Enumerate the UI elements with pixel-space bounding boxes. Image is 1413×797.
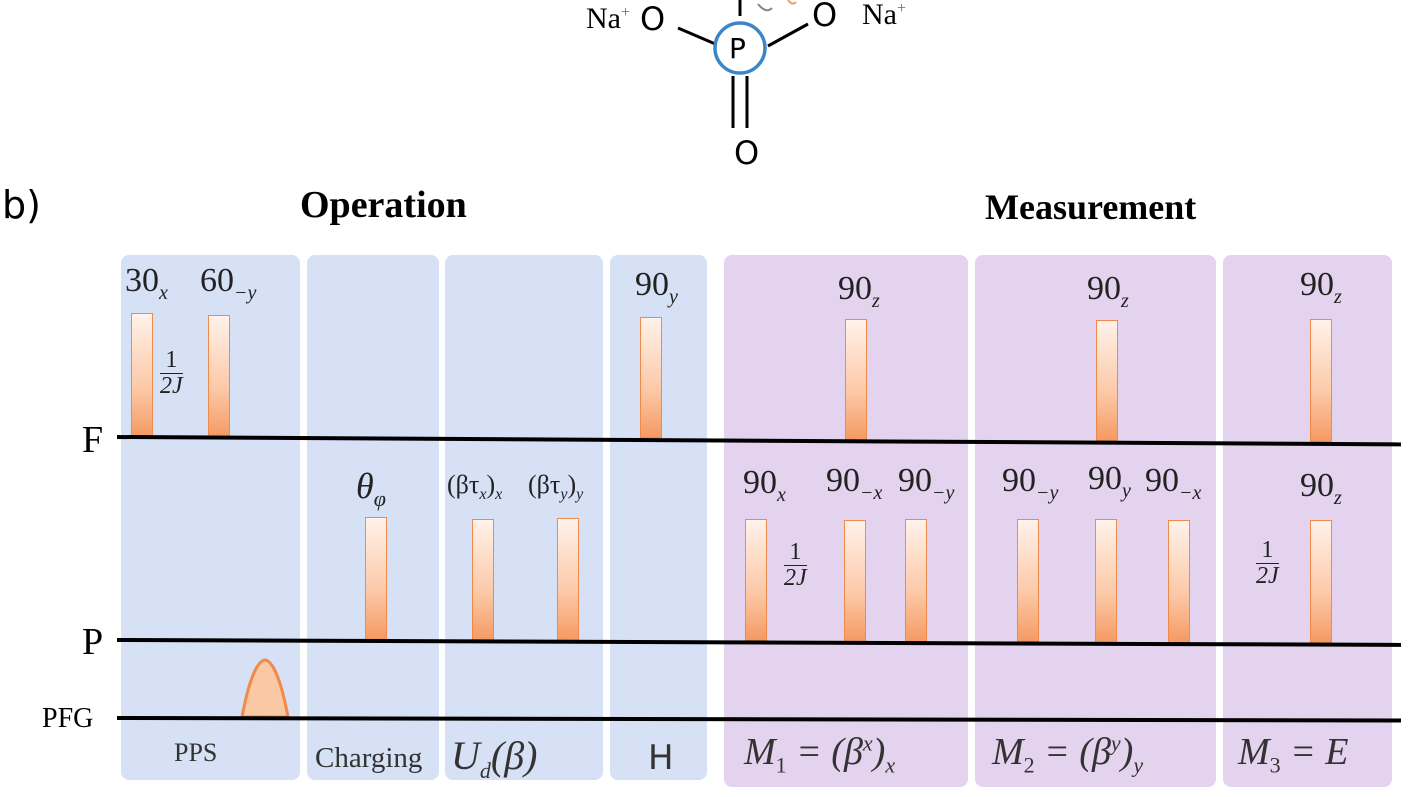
- block-label-h: H: [648, 738, 674, 778]
- p-pulse-bty: [557, 518, 579, 641]
- block-label-m3: M3 = E: [1238, 731, 1349, 778]
- p-label-90-x-m2: 90−x: [1145, 462, 1202, 504]
- channel-label-f: F: [82, 419, 104, 461]
- panel-label: b): [2, 183, 41, 227]
- f-pulse-90y: [640, 317, 662, 438]
- p-label-90z-m3: 90z: [1300, 467, 1342, 509]
- p-pulse-btx: [472, 519, 494, 641]
- measurement-heading: Measurement: [985, 187, 1197, 227]
- f-label-90z-m3: 90z: [1300, 266, 1342, 308]
- pfg-gradient-pulse: [240, 658, 290, 719]
- block-label-pps: PPS: [174, 738, 218, 767]
- p-label-90-y-m2: 90−y: [1002, 462, 1059, 504]
- f-pulse-90z-m1: [845, 319, 867, 440]
- phosphorus-atom: P: [729, 32, 746, 65]
- f-label-90z-m1: 90z: [838, 270, 880, 312]
- f-label-90y: 90y: [635, 266, 678, 308]
- phosphorus-highlight-circle: [713, 21, 767, 75]
- f-pulse-60-y: [208, 315, 230, 438]
- p-label-btx: (βτx)x: [447, 470, 503, 504]
- p-label-90-y-m1: 90−y: [898, 462, 955, 504]
- f-pulse-90z-m2: [1096, 320, 1118, 441]
- p-pulse-90y-m2: [1095, 519, 1117, 643]
- f-label-60-y: 60−y: [200, 262, 257, 304]
- p-pulse-90-y-m1: [905, 519, 927, 642]
- channel-label-p: P: [82, 621, 104, 663]
- oxygen-right: O: [812, 0, 838, 34]
- p-label-90x: 90x: [743, 464, 786, 506]
- channel-label-pfg: PFG: [42, 703, 94, 734]
- p-pulse-90z-m3: [1310, 520, 1332, 643]
- block-label-m2: M2 = (βy)y: [992, 730, 1144, 778]
- p-pulse-90-x-m2: [1168, 520, 1190, 643]
- block-label-charging: Charging: [315, 742, 423, 774]
- oxygen-bottom: O: [734, 134, 760, 172]
- p-pulse-theta: [365, 517, 387, 640]
- block-label-m1: M1 = (βx)x: [744, 730, 896, 778]
- p-pulse-90x: [745, 519, 767, 641]
- charge-plus: +: [896, 0, 907, 17]
- block-label-ud: Ud(β): [451, 733, 538, 783]
- sodium-right: Na+: [862, 0, 907, 31]
- p-label-90-x-m1: 90−x: [826, 462, 883, 504]
- p-label-90y-m2: 90y: [1088, 460, 1131, 502]
- p-label-theta: θφ: [356, 466, 386, 512]
- molecule-structure: [677, 0, 809, 128]
- operation-heading: Operation: [300, 184, 467, 226]
- oxygen-left: O: [640, 0, 666, 38]
- p-pulse-90-y-m2: [1017, 519, 1039, 642]
- charge-plus: +: [620, 4, 631, 21]
- p-label-bty: (βτy)y: [528, 470, 584, 504]
- f-pulse-90z-m3: [1310, 319, 1332, 442]
- block-ud: [445, 255, 603, 780]
- f-label-90z-m2: 90z: [1087, 270, 1129, 312]
- block-m3: [1223, 255, 1392, 787]
- f-pulse-30x: [131, 313, 153, 437]
- sodium-left: Na+: [586, 2, 631, 35]
- p-pulse-90-x-m1: [844, 520, 866, 642]
- f-label-30x: 30x: [125, 262, 168, 304]
